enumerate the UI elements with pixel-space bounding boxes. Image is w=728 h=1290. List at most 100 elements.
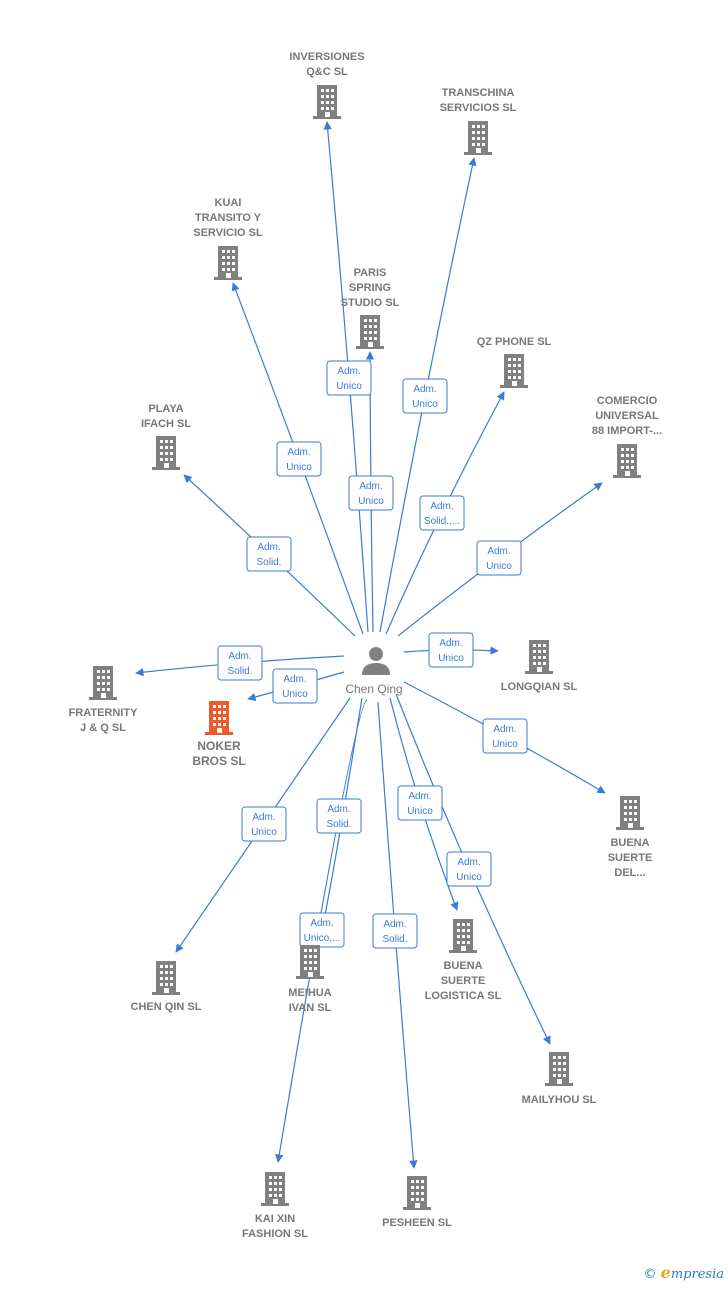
company-name: IFACH SL (141, 418, 191, 430)
company-node-buenalog[interactable]: BUENA SUERTE LOGISTICA SL (425, 919, 502, 1002)
company-name: KAI XIN (255, 1213, 295, 1225)
company-name: NOKER (197, 739, 241, 753)
role-text: Adm. (439, 638, 462, 649)
role-text: Unico (286, 462, 312, 473)
center-person[interactable]: Chen Qing (345, 647, 403, 696)
role-text: Adm. (252, 812, 275, 823)
company-name: UNIVERSAL (595, 410, 659, 422)
company-name: DEL... (614, 867, 645, 879)
company-name: CHEN QIN SL (131, 1001, 202, 1013)
company-node-buenasuerte[interactable]: BUENA SUERTE DEL... (608, 796, 653, 879)
company-name: 88 IMPORT-... (592, 425, 662, 437)
company-node-kuai[interactable]: KUAI TRANSITO Y SERVICIO SL (193, 197, 263, 280)
role-label-longqian[interactable]: Adm. Unico (428, 632, 474, 668)
company-name: LONGQIAN SL (501, 681, 578, 693)
brand-footer[interactable]: © empresia (644, 1263, 724, 1282)
company-name: TRANSITO Y (195, 212, 262, 224)
company-name: PARIS (354, 267, 387, 279)
role-text: Adm. (383, 919, 406, 930)
company-node-qzphone[interactable]: QZ PHONE SL (477, 336, 552, 388)
copyright-symbol: © (643, 1267, 657, 1282)
role-label-buenasuerte[interactable]: Adm. Unico (482, 718, 528, 754)
role-label-mailyhou[interactable]: Adm.Unico (446, 851, 492, 887)
building-icon (214, 246, 242, 280)
role-text: Adm. (257, 542, 280, 553)
company-node-paris[interactable]: PARIS SPRING STUDIO SL (341, 267, 400, 349)
role-text: Adm. (310, 918, 333, 929)
role-text: Adm. (430, 501, 453, 512)
building-icon (313, 85, 341, 119)
company-name: IVAN SL (289, 1002, 332, 1014)
building-icon (545, 1052, 573, 1086)
role-label-buenalog[interactable]: Adm.Unico (397, 785, 443, 821)
role-label-paris[interactable]: Adm.Unico (348, 475, 394, 511)
building-icon (613, 444, 641, 478)
company-name: MAILYHOU SL (522, 1094, 597, 1106)
company-name: BUENA (610, 837, 649, 849)
role-label-noker[interactable]: Adm.Unico (272, 668, 318, 704)
company-name: LOGISTICA SL (425, 990, 502, 1002)
company-node-kaixin[interactable]: KAI XIN FASHION SL (242, 1172, 308, 1240)
company-node-chenqin[interactable]: CHEN QIN SL (131, 961, 202, 1013)
company-name: BROS SL (192, 754, 245, 768)
role-text: Unico (336, 381, 362, 392)
role-label-qzphone[interactable]: Adm. Solid.,... (419, 495, 465, 531)
role-text: Solid. (256, 557, 281, 568)
role-text: Unico (358, 496, 384, 507)
company-name: J & Q SL (80, 722, 126, 734)
role-text: Unico (407, 806, 433, 817)
role-label-chenqin[interactable]: Adm. Unico (241, 806, 287, 842)
role-text: Adm. (283, 674, 306, 685)
role-text: Solid.,... (424, 516, 460, 527)
building-icon (464, 121, 492, 155)
building-icon (152, 961, 180, 995)
person-icon (362, 647, 390, 675)
role-label-fraternity[interactable]: Adm.Solid. (217, 645, 263, 681)
role-label-inversiones[interactable]: Adm.Unico (326, 360, 372, 396)
company-name: KUAI (215, 197, 242, 209)
company-name: SERVICIO SL (193, 227, 263, 239)
company-name: SERVICIOS SL (440, 102, 517, 114)
company-name: SUERTE (608, 852, 653, 864)
company-name: QZ PHONE SL (477, 336, 552, 348)
company-name: INVERSIONES (289, 51, 364, 63)
company-name: SPRING (349, 282, 391, 294)
role-text: Unico (438, 653, 464, 664)
role-text: Adm. (228, 651, 251, 662)
building-icon (152, 436, 180, 470)
company-node-longqian[interactable]: LONGQIAN SL (501, 640, 578, 693)
company-node-mailyhou[interactable]: MAILYHOU SL (522, 1052, 597, 1106)
role-text: Adm. (457, 857, 480, 868)
role-text: Unico,... (304, 933, 341, 944)
role-text: Unico (412, 399, 438, 410)
role-label-meihua[interactable]: Adm. Unico,... (299, 912, 345, 948)
role-text: Adm. (487, 546, 510, 557)
building-icon (356, 315, 384, 349)
building-icon (525, 640, 553, 674)
role-label-comercio[interactable]: Adm.Unico (476, 540, 522, 576)
role-label-kuai[interactable]: Adm.Unico (276, 441, 322, 477)
company-name: STUDIO SL (341, 297, 400, 309)
role-label-playa[interactable]: Adm. Solid. (246, 536, 292, 572)
role-text: Adm. (493, 724, 516, 735)
company-name: SUERTE (441, 975, 486, 987)
company-name: FASHION SL (242, 1228, 308, 1240)
building-icon (449, 919, 477, 953)
role-text: Solid. (326, 819, 351, 830)
role-text: Unico (492, 739, 518, 750)
company-node-pesheen[interactable]: PESHEEN SL (382, 1176, 452, 1229)
role-label-pesheen[interactable]: Adm.Solid. (372, 913, 418, 949)
role-label-kaixin[interactable]: Adm.Solid. (316, 798, 362, 834)
role-label-transchina[interactable]: Adm.Unico (402, 378, 448, 414)
company-name: BUENA (443, 960, 482, 972)
role-text: Unico (251, 827, 277, 838)
